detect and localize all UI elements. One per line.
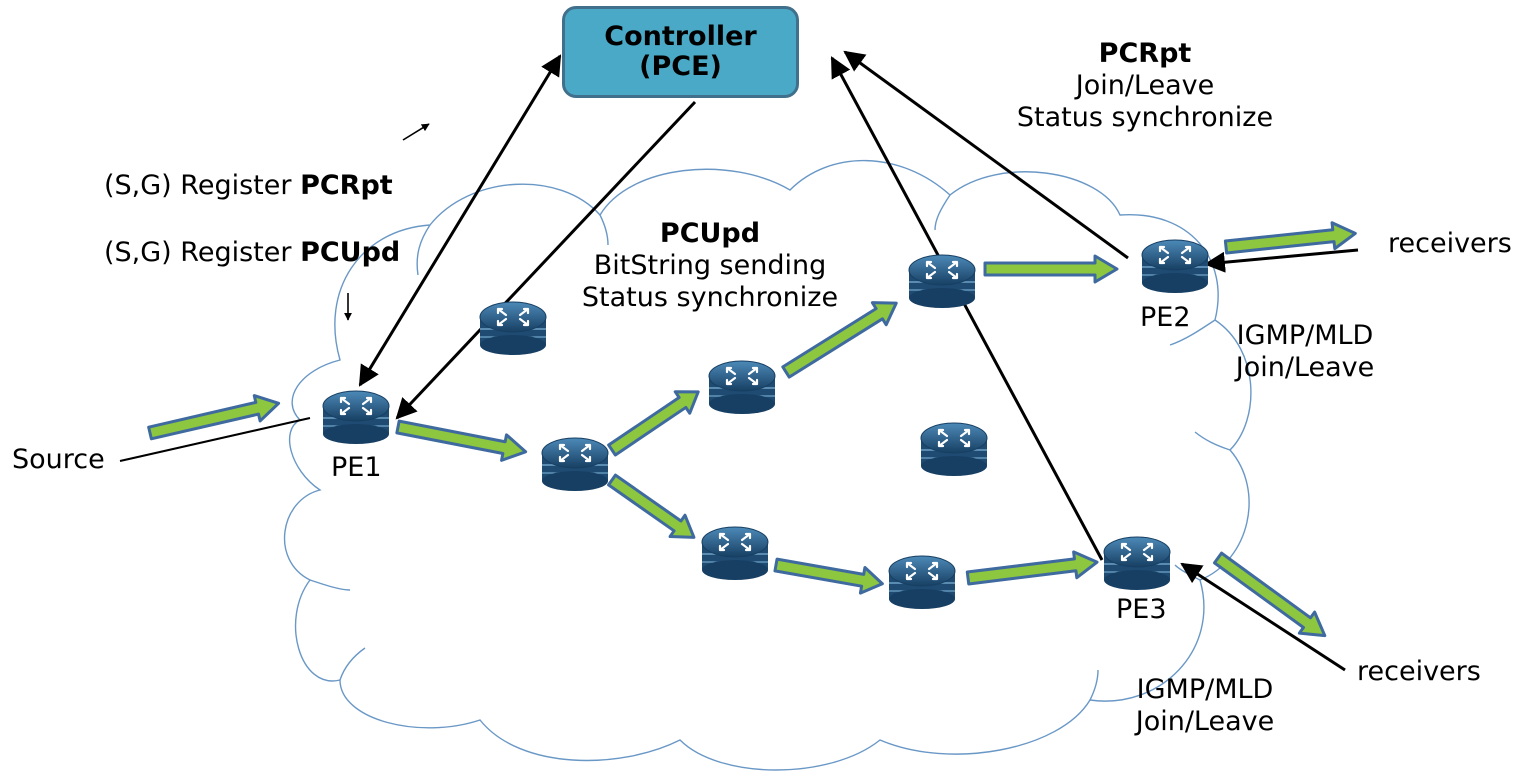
register-text-1: (S,G) Register <box>104 170 292 201</box>
source-line <box>119 417 311 462</box>
receivers-bottom-label: receivers <box>1357 656 1481 687</box>
router-icon-r5 <box>887 554 957 611</box>
pcupd-center-label: PCUpd BitString sending Status synchroni… <box>555 218 865 314</box>
register-pcupd-label: (S,G) Register PCUpd <box>104 237 400 269</box>
small-arrow-up <box>402 123 430 141</box>
signal-arrow-receivers-pe3 <box>1180 562 1346 672</box>
router-icon-pe2 <box>1140 238 1210 295</box>
signal-arrow-receivers-pe2 <box>1203 248 1359 273</box>
flow-arrow-r3-pe2 <box>983 254 1119 284</box>
controller-subtitle: (PCE) <box>639 51 722 82</box>
signal-arrow-pe3-controller <box>830 56 1104 561</box>
signal-arrow-pe2-controller <box>843 50 1129 260</box>
router-icon-idle-left <box>478 300 548 357</box>
controller-title: Controller <box>604 21 757 52</box>
register-text-2: (S,G) Register <box>104 237 292 268</box>
register-pcrpt-label: (S,G) Register PCRpt <box>104 170 393 202</box>
flow-arrow-r1-r2 <box>607 390 700 457</box>
igmp-pe3-line1: IGMP/MLD <box>1136 674 1274 705</box>
router-icon-pe1 <box>321 389 391 446</box>
router-icon-r3 <box>907 253 977 310</box>
flow-arrow-r4-r5 <box>773 557 884 595</box>
source-label: Source <box>12 444 105 475</box>
pcrpt-right-line1: Join/Leave <box>1075 70 1215 101</box>
pcrpt-right-line2: Status synchronize <box>1016 102 1274 133</box>
router-icon-idle-right <box>919 421 989 478</box>
flow-arrow-source-pe1 <box>147 394 281 441</box>
router-icon-pe3 <box>1102 535 1172 592</box>
pcrpt-right-label: PCRpt Join/Leave Status synchronize <box>990 38 1300 134</box>
pe2-label: PE2 <box>1140 302 1191 333</box>
signal-arrow-pcrpt-pe1-controller <box>358 54 562 387</box>
igmp-pe2-line1: IGMP/MLD <box>1236 320 1374 351</box>
flow-arrow-pe1-r1 <box>395 419 528 462</box>
pe3-label: PE3 <box>1116 594 1167 625</box>
router-icon-r4 <box>700 525 770 582</box>
signal-arrow-pcupd-controller-pe1 <box>395 100 697 420</box>
igmp-pe3-line2: Join/Leave <box>1135 706 1275 737</box>
flow-arrows <box>147 221 1357 638</box>
pcupd-center-line2: Status synchronize <box>581 282 839 313</box>
signal-arrows <box>119 50 1359 672</box>
pcupd-center-title: PCUpd <box>659 218 761 249</box>
controller-pce-box: Controller (PCE) <box>562 6 799 98</box>
pcrpt-right-title: PCRpt <box>1098 38 1192 69</box>
igmp-pe3-label: IGMP/MLD Join/Leave <box>1110 674 1300 738</box>
flow-arrow-r2-r3 <box>781 301 898 379</box>
flow-arrow-r1-r4 <box>607 473 696 539</box>
pe1-label: PE1 <box>331 452 382 483</box>
flow-arrow-pe3-receivers <box>1212 551 1327 638</box>
igmp-pe2-label: IGMP/MLD Join/Leave <box>1210 320 1400 384</box>
flow-arrow-pe2-receivers <box>1223 221 1357 255</box>
pcupd-center-line1: BitString sending <box>593 250 827 281</box>
router-icon-r1 <box>540 436 610 493</box>
pcupd-left-label: PCUpd <box>300 237 401 268</box>
flow-arrow-r5-pe3 <box>965 550 1099 586</box>
pcrpt-left-label: PCRpt <box>300 170 393 201</box>
router-icon-r2 <box>707 359 777 416</box>
igmp-pe2-line2: Join/Leave <box>1235 352 1375 383</box>
receivers-top-label: receivers <box>1388 228 1512 259</box>
